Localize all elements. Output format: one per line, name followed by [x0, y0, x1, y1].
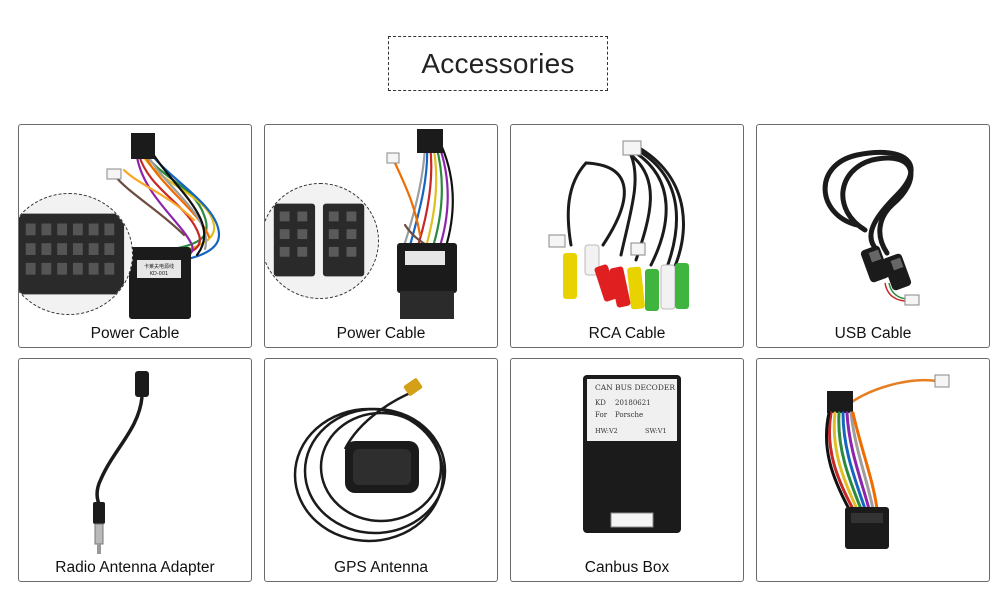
accessory-card-power-cable-iso[interactable]: Power Cable	[264, 124, 498, 348]
power-cable-iso-harness-icon	[386, 129, 457, 319]
canbus-sw-text: SW:V1	[645, 427, 667, 435]
accessory-label: Radio Antenna Adapter	[55, 559, 215, 576]
accessory-card-iso-wiring-harness[interactable]	[756, 358, 990, 582]
power-cable-harness-icon: 卡莱夫电源线 KD-001	[106, 133, 221, 319]
accessory-label: RCA Cable	[588, 325, 666, 342]
canbus-for-value: Porsche	[615, 411, 643, 419]
accessory-card-canbus-box[interactable]: CAN BUS DECODER KD 20180621 For Porsche …	[510, 358, 744, 582]
accessory-label: Power Cable	[336, 325, 426, 342]
canbus-hw-text: HW:V2	[595, 427, 618, 435]
rca-cable-icon	[548, 140, 689, 311]
canbus-for-label: For	[595, 411, 608, 419]
connector-zoom-inset	[19, 193, 133, 315]
page-title: Accessories	[388, 36, 608, 91]
harness-tag-text: 卡莱夫电源线	[144, 263, 174, 270]
accessory-card-radio-antenna-adapter[interactable]: Radio Antenna Adapter	[18, 358, 252, 582]
usb-cable-icon	[822, 149, 920, 306]
canbus-box-icon: CAN BUS DECODER KD 20180621 For Porsche …	[583, 375, 681, 533]
canbus-model-value: 20180621	[615, 399, 651, 407]
iso-connector-zoom-inset	[265, 183, 379, 299]
accessory-card-power-cable[interactable]: 卡莱夫电源线 KD-001 Power Cable	[18, 124, 252, 348]
iso-wiring-harness-icon	[825, 374, 950, 549]
accessory-label: USB Cable	[834, 325, 912, 342]
accessory-label: Canbus Box	[584, 559, 670, 576]
harness-code-text: KD-001	[150, 271, 168, 277]
accessory-label: GPS Antenna	[334, 559, 428, 576]
antenna-adapter-icon	[93, 371, 149, 554]
gps-antenna-icon	[293, 378, 447, 543]
accessory-card-gps-antenna[interactable]: GPS Antenna	[264, 358, 498, 582]
canbus-model-label: KD	[595, 399, 606, 407]
accessory-label: Power Cable	[90, 325, 180, 342]
canbus-title-text: CAN BUS DECODER	[595, 383, 675, 392]
accessory-card-rca-cable[interactable]: RCA Cable	[510, 124, 744, 348]
accessory-card-usb-cable[interactable]: USB Cable	[756, 124, 990, 348]
